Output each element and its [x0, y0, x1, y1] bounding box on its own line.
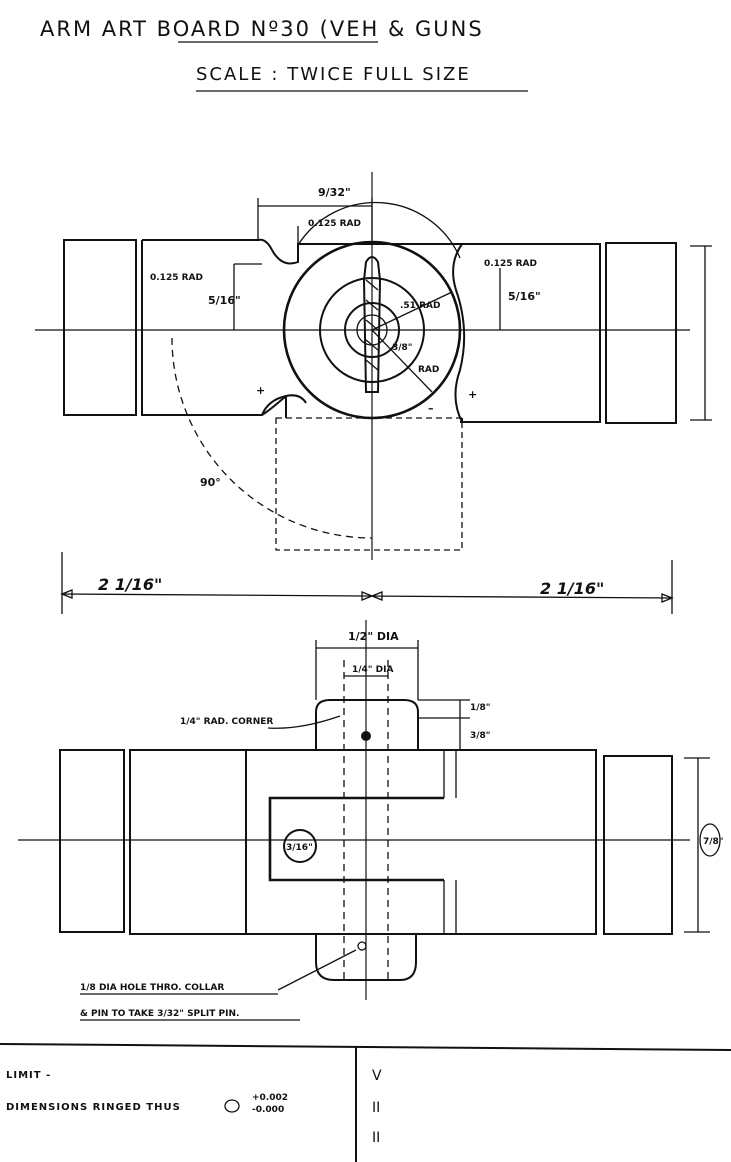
upper-boss	[315, 699, 419, 750]
hub-mid-circle	[319, 277, 425, 383]
radius-label: RAD	[418, 365, 439, 375]
tolerance-minus: -0.000	[252, 1105, 284, 1115]
column-ii-2: II	[372, 1130, 380, 1146]
overall-dimension: 2 1/16" 2 1/16"	[60, 552, 674, 614]
ring-symbol	[224, 1099, 240, 1113]
right-radius-note: 0.125 RAD	[484, 259, 537, 269]
pin-section-dimension: 3/16"	[286, 843, 313, 853]
drawing-title: ARM ART BOARD Nº30 (VEH & GUNS	[40, 17, 484, 41]
lower-boss	[315, 934, 417, 981]
corner-radius-note: 1/4" RAD. CORNER	[180, 717, 273, 727]
slot-edges	[443, 750, 457, 934]
tolerance-plus: +0.002	[252, 1093, 288, 1103]
small-radius-note: 3/8"	[392, 343, 413, 353]
right-end-block	[605, 242, 677, 424]
limit-label: LIMIT -	[6, 1070, 51, 1081]
centre-radius-note: .51 RAD	[400, 301, 440, 311]
top-dimension-b: 3/8"	[470, 731, 491, 741]
radius-leader-1	[371, 291, 453, 331]
notch-radius-note: 0.125 RAD	[308, 219, 361, 229]
swing-arc	[171, 337, 373, 539]
drawing-scale: SCALE : TWICE FULL SIZE	[196, 64, 471, 85]
notch-dimension: 9/32"	[318, 186, 351, 199]
overall-right-dimension: 2 1/16"	[540, 579, 604, 598]
bottom-left-end-block	[59, 749, 125, 933]
split-pin	[362, 256, 382, 393]
inner-dimension: 1/4" DIA	[352, 665, 393, 675]
hub-inner-circle	[344, 302, 400, 358]
hole-note-line-2: & PIN TO TAKE 3/32" SPLIT PIN.	[80, 1009, 239, 1019]
bottom-right-end-block	[603, 755, 673, 935]
bore-dimension: 1/2" DIA	[348, 630, 399, 643]
radius-leader-2	[371, 329, 433, 393]
fork-slot	[268, 796, 444, 882]
top-view: 90° .51 RAD 3/8" RAD 9/32" 0.125 RAD 5/1…	[35, 172, 712, 560]
plus-mark-right: +	[468, 388, 477, 401]
right-dimension: 7/8"	[703, 837, 724, 847]
split-pin-hatch	[365, 279, 379, 371]
pin-section-circle	[283, 829, 317, 863]
top-dimension-a: 1/8"	[470, 703, 491, 713]
column-v: V	[372, 1068, 382, 1084]
bottom-main-body	[129, 749, 597, 935]
overall-left-dimension: 2 1/16"	[98, 575, 162, 594]
overall-arrows	[60, 589, 674, 603]
swing-angle-label: 90°	[200, 476, 221, 489]
title-block: LIMIT - DIMENSIONS RINGED THUS +0.002 -0…	[0, 1043, 731, 1162]
overall-dim-line	[61, 593, 673, 599]
pin-hidden-lines	[343, 660, 389, 980]
bottom-view: 3/16" 1/2" DIA 1/4" DIA 1/4" RAD. CORNER…	[18, 620, 724, 1021]
hole-note-leader	[277, 949, 357, 991]
lower-body-dashed	[275, 417, 463, 551]
left-radius-note: 0.125 RAD	[150, 273, 203, 283]
right-depth-dimension: 5/16"	[508, 290, 541, 303]
left-end-block	[63, 239, 137, 416]
right-recess-curve	[452, 243, 466, 423]
title-block-top-border	[0, 1043, 731, 1051]
lower-pin-hole	[357, 941, 367, 951]
upper-pin-dot	[361, 731, 371, 741]
hole-note-line-1: 1/8 DIA HOLE THRO. COLLAR	[80, 983, 224, 993]
dimensions-ringed-label: DIMENSIONS RINGED THUS	[6, 1102, 181, 1113]
column-ii-1: II	[372, 1100, 380, 1116]
right-dim-ring	[699, 823, 721, 857]
minus-mark: –	[428, 402, 434, 415]
lower-body-joins	[285, 396, 463, 422]
hub-upper-arc	[297, 201, 461, 259]
plus-mark-left: +	[256, 384, 265, 397]
left-depth-dimension: 5/16"	[208, 294, 241, 307]
corner-radius-leader	[267, 715, 341, 729]
